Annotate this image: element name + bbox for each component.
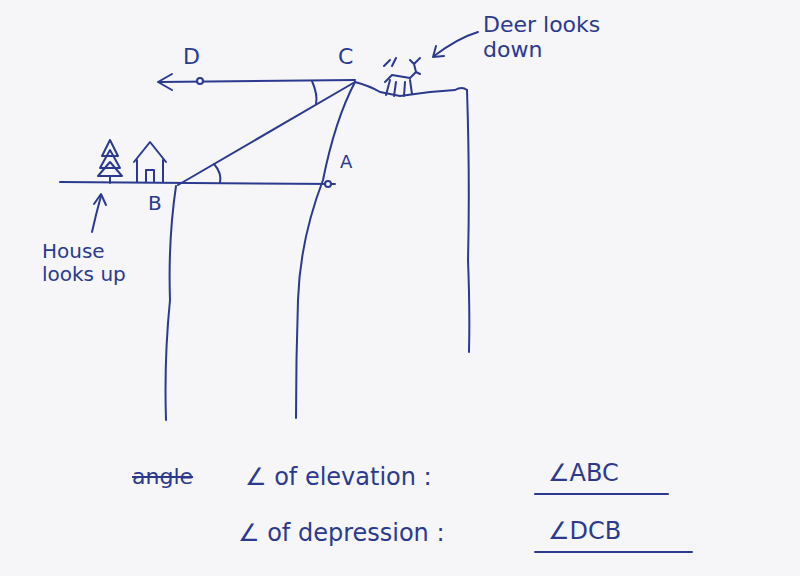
tree bbox=[98, 140, 122, 183]
arrow-head bbox=[94, 194, 106, 205]
leader-arrow bbox=[434, 32, 478, 56]
question-text: ∠ of depression : bbox=[238, 520, 445, 548]
house bbox=[134, 142, 166, 182]
horizontal-line bbox=[160, 80, 355, 82]
cliff-wall bbox=[467, 90, 469, 352]
arrow-head bbox=[158, 74, 172, 90]
point-label: A bbox=[340, 152, 352, 173]
point-label: C bbox=[338, 44, 353, 69]
answer-underline bbox=[535, 493, 668, 495]
angle-arc bbox=[312, 81, 317, 104]
ground-line bbox=[60, 182, 335, 184]
cliff-wall bbox=[166, 186, 177, 420]
note-text: House looks up bbox=[42, 240, 142, 286]
note-text: Deer looks down bbox=[483, 12, 643, 63]
point-d bbox=[197, 78, 203, 84]
point-label: B bbox=[148, 192, 162, 215]
question-text: ∠ of elevation : bbox=[245, 464, 432, 492]
point-a bbox=[325, 181, 331, 187]
sight-line bbox=[178, 82, 355, 185]
answer-text: ∠DCB bbox=[548, 518, 621, 546]
deer bbox=[384, 58, 420, 96]
struck-word: angle bbox=[132, 464, 193, 489]
arrow-head bbox=[433, 46, 444, 57]
answer-text: ∠ABC bbox=[548, 460, 619, 488]
angle-arc bbox=[214, 164, 220, 183]
answer-underline bbox=[535, 551, 692, 553]
cliff-wall bbox=[296, 82, 355, 418]
point-label: D bbox=[183, 44, 200, 69]
